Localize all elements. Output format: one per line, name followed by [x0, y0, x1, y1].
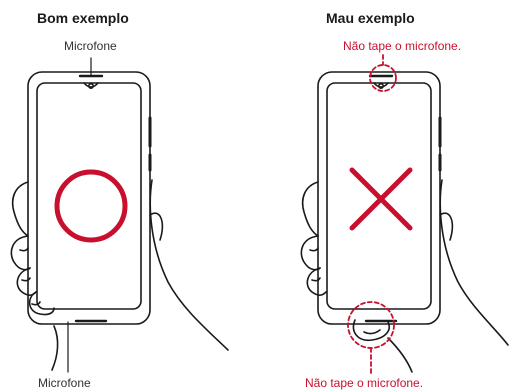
- microphone-bottom-label: Microfone: [38, 376, 91, 390]
- bad-hand: [300, 179, 509, 373]
- good-phone: [27, 71, 152, 325]
- circle-icon: [54, 169, 128, 243]
- good-example-title: Bom exemplo: [37, 10, 129, 26]
- microphone-top-label: Microfone: [64, 39, 117, 53]
- warning-top-label: Não tape o microfone.: [343, 39, 462, 53]
- warning-bottom-label: Não tape o microfone.: [305, 376, 424, 390]
- cross-icon: [349, 167, 413, 231]
- microphone-warning-markers: [347, 54, 397, 375]
- bad-example-title: Mau exemplo: [326, 10, 415, 26]
- good-hand: [10, 179, 229, 371]
